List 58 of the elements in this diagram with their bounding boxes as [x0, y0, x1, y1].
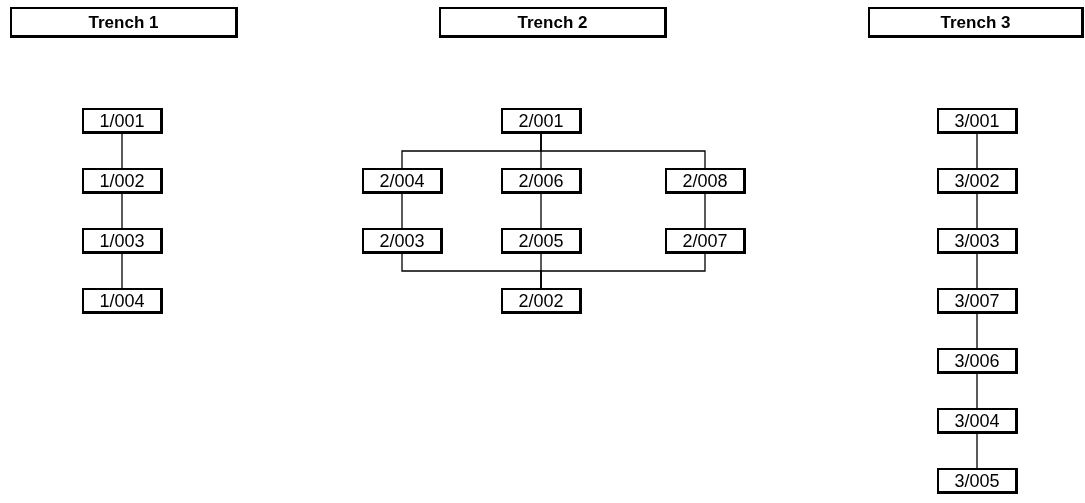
context-box — [82, 228, 163, 254]
trench-header-box — [868, 7, 1084, 38]
context-box — [501, 288, 582, 314]
context-number: 3/006 — [954, 351, 1000, 370]
connector-line — [540, 193, 542, 229]
context-number: 2/004 — [379, 171, 425, 190]
context-number: 3/002 — [954, 171, 1000, 190]
connector-line — [540, 253, 706, 289]
context-number: Trench 1 — [88, 13, 159, 31]
connector-line — [976, 373, 978, 409]
context-number: 3/007 — [954, 291, 1000, 310]
context-box — [937, 168, 1018, 194]
context-number: 2/005 — [518, 231, 564, 250]
connector-line — [121, 193, 123, 229]
context-box — [82, 168, 163, 194]
trench-header-box — [439, 7, 667, 38]
context-box — [937, 348, 1018, 374]
context-number: 1/002 — [99, 171, 145, 190]
connector-line — [704, 193, 706, 229]
context-number: 3/003 — [954, 231, 1000, 250]
context-box — [362, 228, 443, 254]
context-number: 3/004 — [954, 411, 1000, 430]
trench-header-box — [10, 7, 238, 38]
context-number: 2/007 — [682, 231, 728, 250]
context-number: 2/006 — [518, 171, 564, 190]
context-number: 1/001 — [99, 111, 145, 130]
context-box — [501, 108, 582, 134]
connector-line — [976, 433, 978, 469]
context-box — [937, 108, 1018, 134]
context-box — [665, 228, 746, 254]
context-number: 2/003 — [379, 231, 425, 250]
connector-line — [121, 253, 123, 289]
context-box — [937, 408, 1018, 434]
context-number: 2/002 — [518, 291, 564, 310]
context-number: 1/003 — [99, 231, 145, 250]
connector-line — [401, 193, 403, 229]
context-box — [937, 228, 1018, 254]
context-box — [937, 288, 1018, 314]
context-number: 3/001 — [954, 111, 1000, 130]
context-number: 2/001 — [518, 111, 564, 130]
context-box — [82, 288, 163, 314]
context-number: 1/004 — [99, 291, 145, 310]
connector-line — [540, 133, 706, 169]
context-number: Trench 3 — [940, 13, 1011, 31]
context-number: 2/008 — [682, 171, 728, 190]
context-number: Trench 2 — [517, 13, 588, 31]
connector-line — [976, 253, 978, 289]
context-number: 3/005 — [954, 471, 1000, 490]
context-box — [82, 108, 163, 134]
context-box — [937, 468, 1018, 494]
connector-line — [976, 133, 978, 169]
context-box — [501, 168, 582, 194]
connector-line — [121, 133, 123, 169]
context-box — [665, 168, 746, 194]
context-box — [501, 228, 582, 254]
connector-line — [976, 193, 978, 229]
connector-line — [976, 313, 978, 349]
context-box — [362, 168, 443, 194]
